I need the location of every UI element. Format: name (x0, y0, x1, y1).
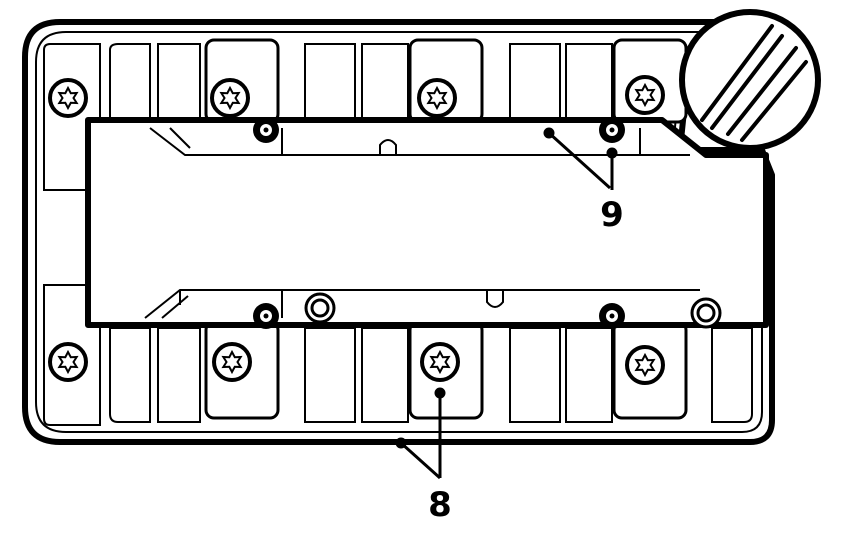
torx-bolt-7 (420, 342, 460, 382)
torx-bolt-3 (417, 78, 457, 118)
inner-well-details (144, 127, 700, 319)
oil-filler-cap (679, 9, 821, 151)
callout-8-label: 8 (428, 485, 452, 525)
alignment-ring-1 (304, 292, 336, 324)
socket-bolt-2 (599, 117, 625, 143)
torx-bolt-4 (625, 75, 665, 115)
leader-9 (543, 127, 618, 190)
inner-plug-gasket (85, 117, 769, 328)
callout-9-label: 9 (600, 195, 624, 235)
left-end-pocket-bottom (43, 284, 101, 426)
socket-bolt-1 (253, 117, 279, 143)
cover-gasket-line (35, 31, 763, 433)
alignment-ring-2 (690, 297, 722, 329)
torx-bolt-2 (210, 78, 250, 118)
torx-bolt-5 (48, 342, 88, 382)
torx-bolt-8 (625, 345, 665, 385)
socket-bolt-3 (253, 303, 279, 329)
leader-8 (395, 387, 446, 480)
torx-bolt-1 (48, 78, 88, 118)
socket-bolt-4 (599, 303, 625, 329)
torx-bolt-6 (212, 342, 252, 382)
